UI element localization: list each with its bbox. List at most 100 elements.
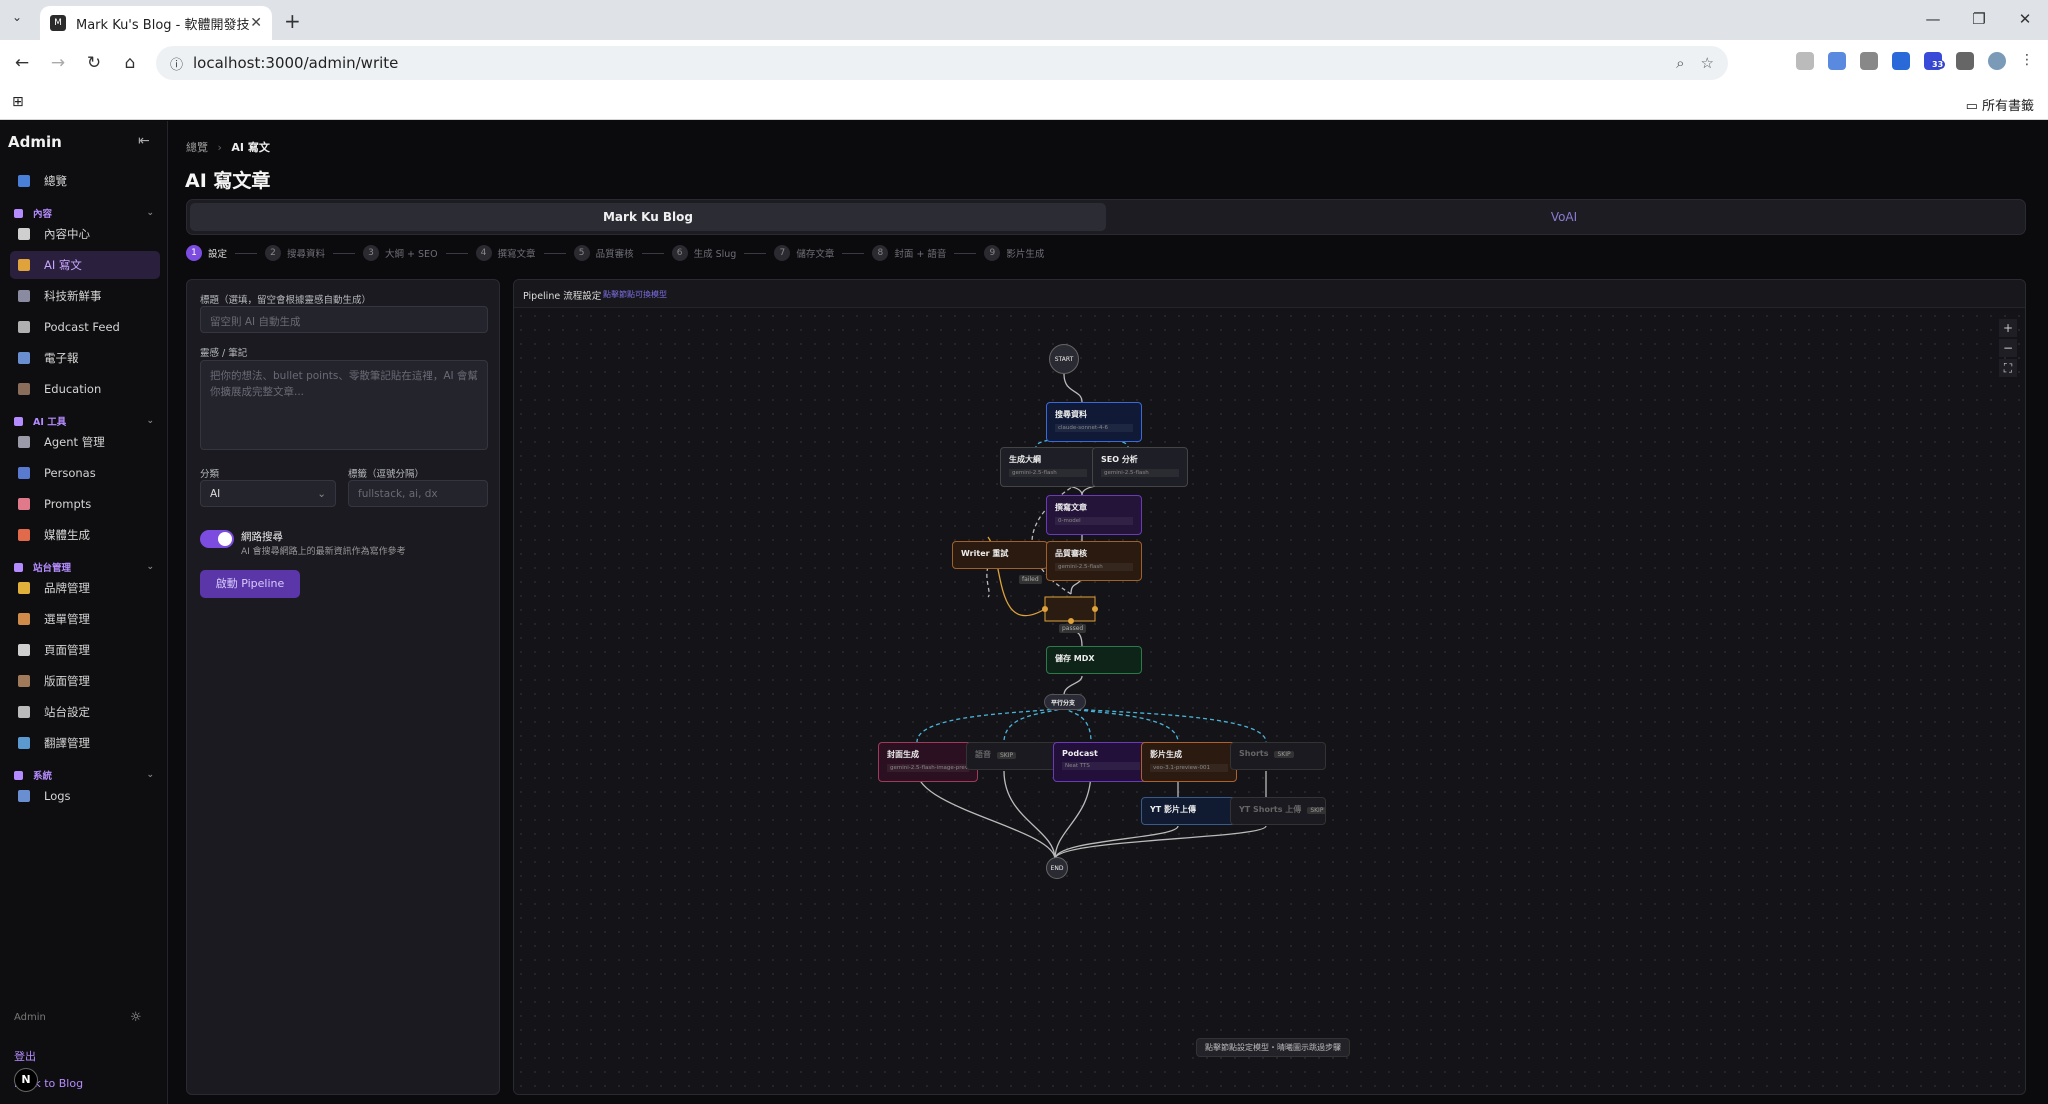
apps-icon[interactable]: ⊞ (12, 94, 24, 110)
extension-badge-icon[interactable]: 33 (1924, 52, 1946, 70)
tab-search-icon[interactable]: ⌄ (12, 10, 23, 24)
skip-badge[interactable]: SKIP (1274, 751, 1294, 758)
sidebar-item-label: 翻譯管理 (44, 736, 90, 750)
sidebar-item-label: 內容中心 (44, 227, 90, 241)
tab-voai[interactable]: VoAI (1550, 210, 1578, 224)
sidebar-item[interactable]: Prompts (10, 490, 160, 518)
breadcrumb-root[interactable]: 總覽 (186, 141, 208, 154)
sidebar-item[interactable]: 站台設定 (10, 698, 160, 726)
sidebar-item[interactable]: 電子報 (10, 344, 160, 372)
notes-textarea[interactable]: 把你的想法、bullet points、零散筆記貼在這裡，AI 會幫你擴展成完整… (200, 360, 488, 450)
sidebar-item[interactable]: Logs (10, 782, 160, 810)
sidebar-item[interactable]: 選單管理 (10, 605, 160, 633)
node-model[interactable]: claude-sonnet-4-6 (1055, 424, 1133, 432)
edge (1054, 825, 1267, 860)
menu-icon[interactable]: ⋮ (2020, 52, 2034, 68)
web-search-toggle[interactable] (200, 530, 234, 548)
zoom-icon[interactable]: ⌕ (1676, 54, 1685, 72)
node-model[interactable]: gemini-2.5-flash (1101, 469, 1179, 477)
sidebar-item[interactable]: Agent 管理 (10, 428, 160, 456)
node-model[interactable]: gemini-2.5-flash (1009, 469, 1087, 477)
node-yt[interactable]: YT 影片上傳 (1141, 797, 1237, 825)
logout-link[interactable]: 登出 (14, 1050, 36, 1063)
sidebar-item[interactable]: 科技新鮮事 (10, 282, 160, 310)
sidebar-section[interactable]: 系統⌄ (14, 768, 154, 782)
star-icon[interactable]: ☆ (1700, 54, 1714, 72)
close-tab-icon[interactable]: ✕ (250, 15, 262, 31)
node-model[interactable]: 0-model (1055, 517, 1133, 525)
address-bar[interactable]: ⓘ localhost:3000/admin/write ⌕☆ (156, 46, 1728, 80)
fit-view-icon[interactable]: ⛶ (1999, 359, 2017, 377)
title-input[interactable]: 留空則 AI 自動生成 (200, 306, 488, 333)
node-outline[interactable]: 生成大綱 gemini-2.5-flash (1000, 447, 1096, 487)
node-model[interactable]: veo-3.1-preview-001 (1150, 764, 1228, 772)
collapse-sidebar-icon[interactable]: ⇤ (138, 133, 150, 149)
node-save[interactable]: 儲存 MDX (1046, 646, 1142, 674)
node-model[interactable]: gemini-2.5-flash (1055, 563, 1133, 571)
sidebar-item[interactable]: Education (10, 375, 160, 403)
zoom-in-icon[interactable]: + (1999, 319, 2017, 337)
sidebar-item[interactable]: 品牌管理 (10, 574, 160, 602)
tab-mark-ku-blog[interactable]: Mark Ku Blog (190, 203, 1106, 231)
home-icon[interactable]: ⌂ (124, 53, 136, 73)
sidebar-item[interactable]: 總覽 (10, 167, 160, 195)
next-badge-icon[interactable]: N (14, 1068, 38, 1092)
site-info-icon[interactable]: ⓘ (170, 57, 184, 73)
node-label: START (1054, 356, 1074, 363)
minimize-icon[interactable]: — (1925, 10, 1941, 28)
category-select[interactable]: AI⌄ (200, 480, 336, 507)
extension-icon[interactable] (1892, 52, 1910, 70)
theme-toggle-icon[interactable]: ☼ (130, 1010, 142, 1025)
node-end[interactable]: END (1046, 857, 1068, 879)
notes-label: 靈感 / 筆記 (200, 348, 248, 359)
zoom-out-icon[interactable]: − (1999, 339, 2017, 357)
tags-input[interactable]: fullstack, ai, dx (348, 480, 488, 507)
sidebar-section[interactable]: 站台管理⌄ (14, 560, 154, 574)
sidebar-item[interactable]: Podcast Feed (10, 313, 160, 341)
node-seo[interactable]: SEO 分析 gemini-2.5-flash (1092, 447, 1188, 487)
extension-icon[interactable] (1860, 52, 1878, 70)
node-model[interactable]: gemini-2.5-flash-image-preview (887, 764, 969, 772)
sidebar-item[interactable]: AI 寫文 (10, 251, 160, 279)
sidebar-item[interactable]: 媒體生成 (10, 521, 160, 549)
node-label: 生成大綱 (1009, 455, 1041, 464)
back-icon[interactable]: ← (14, 53, 30, 73)
skip-badge[interactable]: SKIP (997, 752, 1017, 759)
section-label: AI 工具 (33, 417, 67, 428)
close-window-icon[interactable]: ✕ (2018, 10, 2032, 28)
sidebar-item[interactable]: 翻譯管理 (10, 729, 160, 757)
restore-icon[interactable]: ❐ (1972, 10, 1986, 28)
node-retry[interactable]: Writer 重試 (952, 541, 1048, 569)
translate-icon[interactable] (1828, 52, 1846, 70)
node-start[interactable]: START (1049, 344, 1079, 374)
node-label: SEO 分析 (1101, 455, 1138, 464)
forward-icon[interactable]: → (50, 53, 66, 73)
sidebar-item[interactable]: 內容中心 (10, 220, 160, 248)
browser-tab[interactable]: M Mark Ku's Blog - 軟體開發技術 ✕ (40, 6, 272, 40)
extension-icon[interactable] (1796, 52, 1814, 70)
sidebar-item[interactable]: 頁面管理 (10, 636, 160, 664)
profile-avatar[interactable] (1988, 52, 2006, 70)
sidebar-item[interactable]: 版面管理 (10, 667, 160, 695)
node-model[interactable]: Neat TTS (1062, 762, 1140, 770)
sidebar-section[interactable]: AI 工具⌄ (14, 414, 154, 428)
node-parallel[interactable]: 平行分支 (1044, 694, 1086, 710)
sidebar-section[interactable]: 內容⌄ (14, 206, 154, 220)
new-tab-icon[interactable]: + (284, 9, 301, 33)
sidebar-item[interactable]: Personas (10, 459, 160, 487)
puzzle-icon[interactable] (1956, 52, 1974, 70)
reload-icon[interactable]: ↻ (86, 53, 102, 73)
skip-badge[interactable]: SKIP (1307, 807, 1325, 814)
all-bookmarks[interactable]: ▭ 所有書籤 (1965, 99, 2034, 114)
start-pipeline-button[interactable]: 啟動 Pipeline (200, 570, 300, 598)
